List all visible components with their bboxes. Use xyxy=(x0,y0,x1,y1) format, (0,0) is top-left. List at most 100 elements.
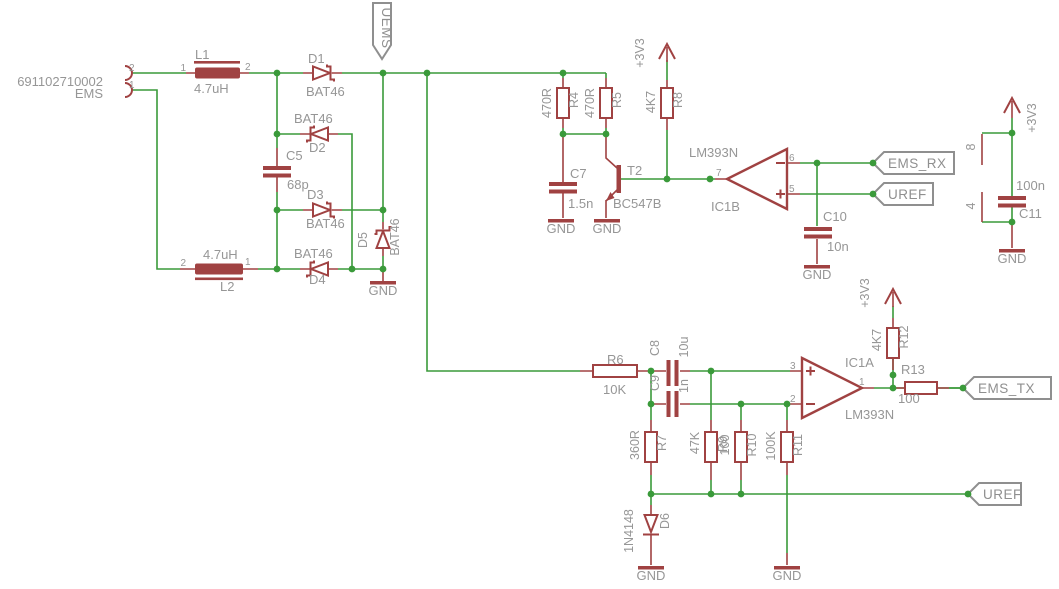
c7-value: 1.5n xyxy=(568,196,593,211)
gnd-symbol-r11[interactable]: GND xyxy=(773,566,802,583)
l1-value: 4.7uH xyxy=(194,81,229,96)
resistor-R9[interactable]: 47K R9 xyxy=(688,420,730,494)
vcc-c11-wires xyxy=(982,118,1013,223)
ems-tx-flag-shape xyxy=(961,376,1052,400)
r4-body xyxy=(556,87,570,119)
capacitor-C9[interactable]: C9 1n xyxy=(648,375,691,417)
gnd-symbol-c7[interactable]: GND xyxy=(547,219,576,236)
ic1b-pin5-number: 5 xyxy=(789,184,795,195)
d3-name: D3 xyxy=(307,187,324,202)
gnd-symbol-d6[interactable]: GND xyxy=(637,566,666,583)
ic1b-plus-sign xyxy=(776,189,785,199)
gnd-label: GND xyxy=(369,283,398,298)
vcc-symbol-r8[interactable]: +3V3 xyxy=(633,38,676,68)
r10-body xyxy=(734,431,748,463)
connector-ems[interactable]: 691102710002 EMS 2 1 xyxy=(17,63,135,101)
vcc-symbol-c11[interactable]: +3V3 xyxy=(1003,95,1039,133)
ic1b-in-wires xyxy=(800,162,873,226)
connector-pin2-arc xyxy=(124,65,133,81)
capacitor-C10[interactable]: C10 10n xyxy=(804,209,849,264)
ic1b-name: IC1B xyxy=(711,199,740,214)
gnd-symbol-t2[interactable]: GND xyxy=(593,219,622,236)
c7-name: C7 xyxy=(570,166,587,181)
diode-D4[interactable]: BAT46 D4 xyxy=(294,246,338,287)
c7-plate-top xyxy=(549,182,577,186)
resistor-R12[interactable]: 4K7 R12 xyxy=(870,318,911,370)
ems-rx-flag-shape xyxy=(871,151,955,175)
ic1b-comparator[interactable]: LM393N IC1B 7 6 5 xyxy=(689,145,800,214)
vcc-label: +3V3 xyxy=(858,278,872,308)
diode-D3[interactable]: D3 BAT46 xyxy=(303,187,345,231)
resistor-R10[interactable]: 100 R10 xyxy=(718,420,759,494)
resistor-R4[interactable]: 470R R4 xyxy=(540,78,581,128)
power-pin4-number: 4 xyxy=(964,202,978,209)
gnd-symbol-d5[interactable]: GND xyxy=(369,269,398,298)
r9-body xyxy=(704,431,718,463)
resistor-R11[interactable]: 100K R11 xyxy=(764,420,805,565)
capacitor-C8[interactable]: C8 10u xyxy=(648,337,691,386)
capacitor-C11[interactable]: 100n C11 xyxy=(998,178,1045,248)
l2-pin2-number: 2 xyxy=(180,258,186,269)
net-flag-uref-bottom[interactable]: UREF xyxy=(966,482,1022,506)
resistor-R6[interactable]: R6 10K xyxy=(580,352,651,397)
l1-pin1-number: 1 xyxy=(180,63,186,74)
r12-value: 4K7 xyxy=(870,329,884,351)
diode-D5[interactable]: D5 BAT46 xyxy=(356,218,402,256)
diode-D6[interactable]: 1N4148 D6 xyxy=(622,505,672,565)
ic1a-pin2-number: 2 xyxy=(790,394,796,405)
t2-base-bar xyxy=(616,165,621,193)
uref-flag-shape xyxy=(966,482,1022,506)
l1-name: L1 xyxy=(195,47,209,62)
inductor-L2[interactable]: 4.7uH L2 2 1 xyxy=(180,247,258,294)
resistor-R5[interactable]: 470R R5 xyxy=(583,78,624,128)
d6-triangle xyxy=(643,514,659,535)
diode-D2[interactable]: BAT46 D2 xyxy=(294,111,338,155)
capacitor-C5[interactable]: C5 68p xyxy=(263,148,309,192)
l2-name: L2 xyxy=(220,279,234,294)
c10-name: C10 xyxy=(823,209,847,224)
inductor-L1[interactable]: L1 4.7uH 1 2 xyxy=(180,47,251,96)
ic1a-pin1-number: 1 xyxy=(859,377,865,388)
net-flag-ems-tx[interactable]: EMS_TX xyxy=(961,376,1052,400)
connector-name: EMS xyxy=(75,86,104,101)
transistor-T2[interactable]: T2 BC547B xyxy=(605,134,661,218)
net-flag-ems-rx[interactable]: EMS_RX xyxy=(871,151,955,175)
r7-name: R7 xyxy=(655,435,669,451)
gnd-symbol-c10[interactable]: GND xyxy=(803,265,832,282)
r5-name: R5 xyxy=(610,92,624,108)
r9-value: 47K xyxy=(688,431,702,454)
c9-name: C9 xyxy=(648,375,662,391)
c9-plate-left xyxy=(666,391,671,417)
t2-value: BC547B xyxy=(613,196,661,211)
vcc-arrow-icon xyxy=(1003,95,1021,114)
uems-flag-shape xyxy=(372,2,392,61)
l1-body xyxy=(195,67,240,79)
gnd-symbol-c11[interactable]: GND xyxy=(998,249,1027,266)
vcc-arrow-icon xyxy=(884,286,902,305)
ems-rx-flag-label: EMS_RX xyxy=(888,156,947,171)
connector-pin1-arc xyxy=(124,82,133,98)
d5-cathode-bar xyxy=(374,226,392,235)
r10-value: 100 xyxy=(718,435,732,456)
vcc-symbol-r12[interactable]: +3V3 xyxy=(858,278,902,308)
gnd-label: GND xyxy=(998,251,1027,266)
capacitor-C7[interactable]: C7 1.5n xyxy=(549,134,593,218)
resistor-R13[interactable]: R13 100 xyxy=(893,362,949,406)
ic1a-comparator[interactable]: IC1A LM393N 3 2 1 xyxy=(790,355,894,422)
resistor-R7[interactable]: 360R R7 xyxy=(628,420,669,475)
r11-body xyxy=(780,431,794,463)
d4-cathode-bar xyxy=(306,260,315,278)
c8-name: C8 xyxy=(648,340,662,356)
net-flag-uems[interactable]: UEMS xyxy=(372,2,394,61)
d2-triangle xyxy=(308,126,329,142)
r13-value: 100 xyxy=(898,391,920,406)
d5-value: BAT46 xyxy=(388,218,402,255)
ic-power-pins[interactable]: 8 4 xyxy=(964,134,983,222)
c10-plate-top xyxy=(804,227,832,231)
ic1a-plus-sign xyxy=(806,366,815,376)
d6-value: 1N4148 xyxy=(622,509,636,553)
net-flag-uref-top[interactable]: UREF xyxy=(871,182,934,206)
diode-D1[interactable]: D1 BAT46 xyxy=(303,51,345,99)
resistor-R8[interactable]: 4K7 R8 xyxy=(644,80,685,130)
r7-value: 360R xyxy=(628,430,642,460)
